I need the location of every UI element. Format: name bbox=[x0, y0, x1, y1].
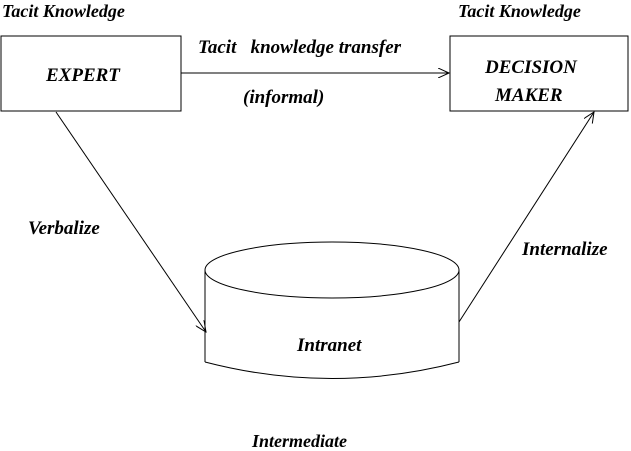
transfer-sublabel: (informal) bbox=[243, 87, 325, 108]
intermediate-caption: Intermediate bbox=[252, 431, 347, 451]
verbalize-label: Verbalize bbox=[28, 218, 100, 239]
decision-maker-caption: Tacit Knowledge bbox=[458, 1, 581, 21]
decision-maker-label-line2: MAKER bbox=[495, 85, 563, 106]
internalize-label: Internalize bbox=[522, 239, 608, 260]
expert-caption: Tacit Knowledge bbox=[2, 1, 125, 21]
cylinder-top bbox=[204, 241, 460, 299]
verbalize-arrow bbox=[55, 111, 206, 332]
cylinder-bottom bbox=[204, 361, 460, 379]
intranet-cylinder bbox=[204, 241, 460, 379]
decision-maker-label-line1: DECISION bbox=[485, 57, 577, 78]
transfer-label: Tacit knowledge transfer bbox=[198, 37, 402, 58]
intranet-label: Intranet bbox=[297, 335, 362, 356]
expert-label: EXPERT bbox=[46, 65, 120, 86]
decision-maker-box bbox=[449, 35, 629, 112]
internalize-arrow bbox=[458, 112, 594, 323]
